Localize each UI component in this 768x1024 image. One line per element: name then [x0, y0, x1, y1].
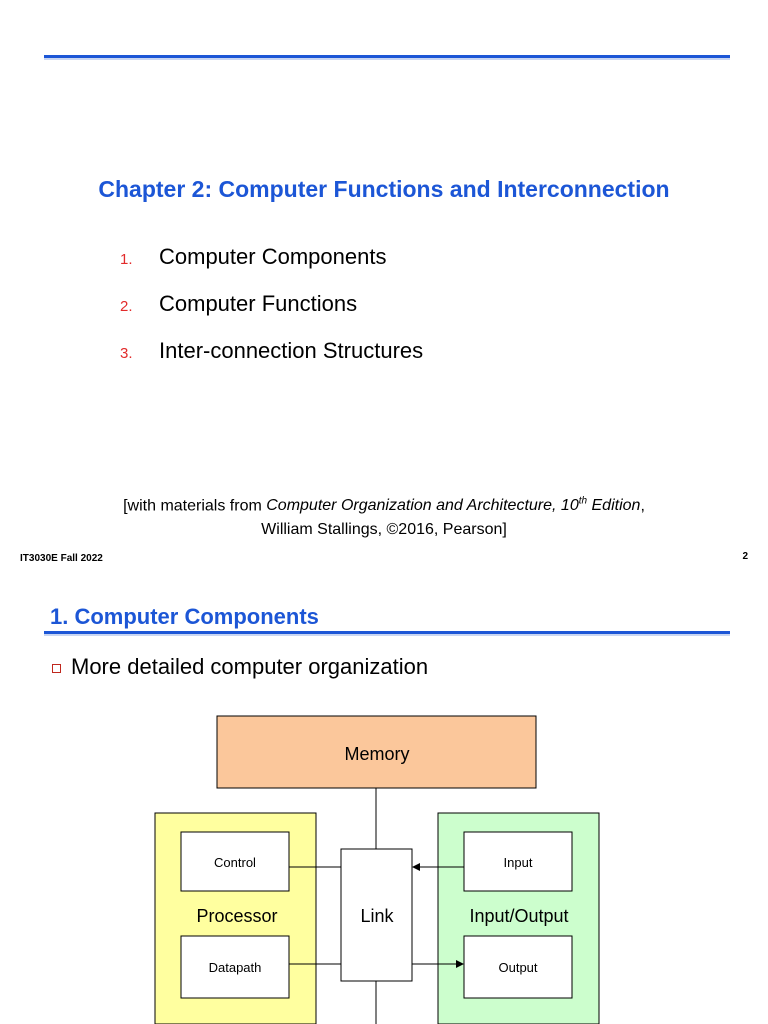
- bullet-item: More detailed computer organization: [52, 654, 428, 680]
- checkbox-bullet-icon: [52, 664, 61, 673]
- credit-note: [with materials from Computer Organizati…: [0, 490, 768, 542]
- credit-sup: th: [578, 496, 588, 507]
- credit-suffix: ,: [640, 497, 645, 515]
- bullet-text: More detailed computer organization: [71, 654, 429, 679]
- datapath-label: Datapath: [209, 960, 262, 975]
- input-box: [463, 831, 573, 892]
- link-box: [340, 848, 413, 982]
- toc-text: Computer Functions: [159, 291, 358, 316]
- link-label: Link: [360, 906, 394, 926]
- toc-text: Inter-connection Structures: [159, 338, 424, 363]
- credit-line-1: [with materials from Computer Organizati…: [0, 490, 768, 518]
- toc-number: 2.: [120, 298, 133, 315]
- toc-item: 2. Computer Functions: [120, 291, 423, 338]
- control-label: Control: [214, 855, 256, 870]
- top-rule: [44, 55, 730, 60]
- credit-edition: Edition: [587, 497, 641, 515]
- processor-label: Processor: [196, 906, 277, 926]
- section-rule: [44, 631, 730, 636]
- credit-book-title: Computer Organization and Architecture, …: [266, 496, 641, 515]
- page-number: 2: [742, 551, 748, 562]
- datapath-box: [180, 935, 290, 999]
- io-label: Input/Output: [469, 906, 568, 926]
- footer-course: IT3030E Fall 2022: [20, 553, 103, 564]
- toc-item: 1. Computer Components: [120, 244, 423, 291]
- memory-label: Memory: [344, 744, 409, 764]
- output-box: [463, 935, 573, 999]
- toc-text: Computer Components: [159, 244, 387, 269]
- output-label: Output: [498, 960, 537, 975]
- toc-number: 1.: [120, 251, 133, 268]
- credit-line-2: William Stallings, ©2016, Pearson]: [261, 521, 507, 539]
- credit-book: Computer Organization and Architecture, …: [266, 497, 579, 515]
- section-title: 1. Computer Components: [50, 604, 319, 629]
- toc-list: 1. Computer Components 2. Computer Funct…: [120, 244, 423, 385]
- chapter-title: Chapter 2: Computer Functions and Interc…: [98, 176, 670, 202]
- control-box: [180, 831, 290, 892]
- toc-number: 3.: [120, 345, 133, 362]
- credit-prefix: [with materials from: [123, 497, 267, 515]
- toc-item: 3. Inter-connection Structures: [120, 338, 423, 385]
- input-label: Input: [504, 855, 533, 870]
